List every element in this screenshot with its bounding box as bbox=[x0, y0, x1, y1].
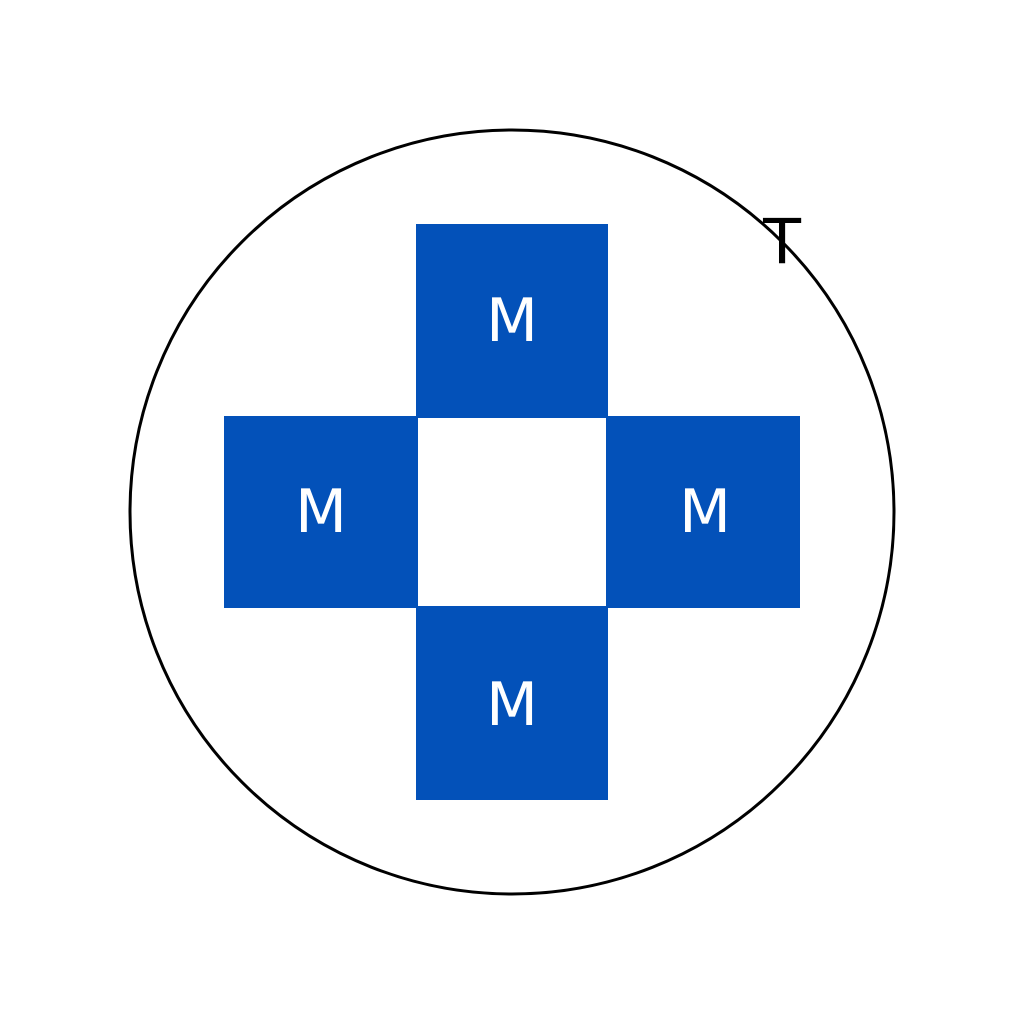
block-top-rect bbox=[416, 224, 608, 418]
block-right-rect bbox=[606, 416, 800, 608]
block-left-rect bbox=[224, 416, 418, 608]
block-right: M bbox=[606, 416, 800, 608]
block-right-label: M bbox=[679, 477, 731, 547]
block-bottom: M bbox=[416, 606, 608, 800]
block-top: M bbox=[416, 224, 608, 418]
block-bottom-rect bbox=[416, 606, 608, 800]
outer-circle bbox=[128, 128, 896, 896]
block-top-label: M bbox=[486, 286, 538, 356]
block-bottom-label: M bbox=[486, 670, 538, 740]
block-left-label: M bbox=[295, 477, 347, 547]
outer-label: T bbox=[762, 206, 802, 279]
block-left: M bbox=[224, 416, 418, 608]
